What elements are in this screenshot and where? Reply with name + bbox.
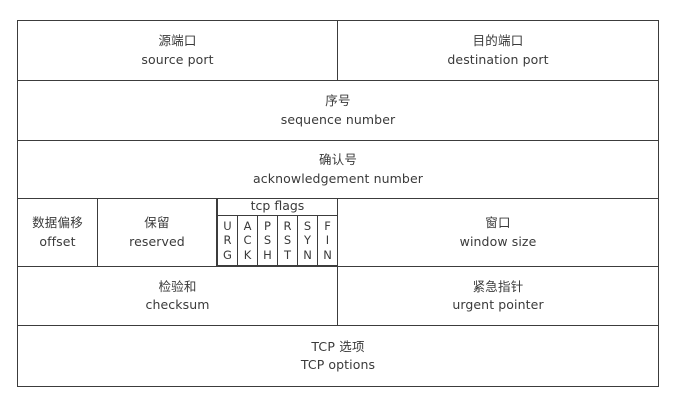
cell-destination-port-en: destination port [447,51,549,67]
cell-reserved-cn: 保留 [144,215,170,231]
cell-urgent-pointer-en: urgent pointer [452,297,544,312]
flag-ack: A C K [238,216,258,265]
flag-urg-letter-1: U [223,219,232,234]
cell-window-size-en: window size [459,233,537,249]
flag-rst: R S T [278,216,298,265]
table-row-checksum-urgent: 检验和 checksum 紧急指针 urgent pointer [17,266,659,326]
cell-acknowledgement-number-en: acknowledgement number [253,170,423,186]
flag-syn: S Y N [298,216,318,265]
cell-acknowledgement-number: 确认号 acknowledgement number [17,140,659,199]
cell-checksum: 检验和 checksum [17,266,338,326]
cell-window-size-cn: 窗口 [485,215,511,231]
table-row-offset-flags-window: 数据偏移 offset 保留 reserved tcp flags [17,198,659,267]
cell-sequence-number: 序号 sequence number [17,80,659,141]
cell-checksum-cn: 检验和 [158,278,197,294]
cell-source-port: 源端口 source port [17,20,338,81]
cell-tcp-options-cn: TCP 选项 [311,338,365,354]
flag-ack-letter-2: C [243,233,252,248]
flag-psh-letter-1: P [264,219,271,234]
cell-urgent-pointer-cn: 紧急指针 [472,278,524,294]
table-row-acknowledgement: 确认号 acknowledgement number [17,140,659,199]
tcp-flags-title: tcp flags [217,199,338,216]
cell-tcp-flags: tcp flags U R G A C K [216,198,338,267]
flag-fin-letter-2: I [325,233,330,248]
cell-data-offset-en: offset [39,233,76,249]
tcp-flags-letter-row: U R G A C K P S [217,216,338,266]
flag-syn-letter-2: Y [303,233,312,248]
flag-urg-letter-2: R [223,233,232,248]
cell-checksum-en: checksum [145,297,210,312]
cell-destination-port-cn: 目的端口 [472,33,524,49]
table-row-options: TCP 选项 TCP options [17,325,659,387]
cell-reserved-en: reserved [129,233,185,249]
flag-syn-letter-1: S [303,219,312,234]
table-row-ports: 源端口 source port 目的端口 destination port [17,20,659,81]
flag-syn-letter-3: N [303,247,312,262]
flag-fin-letter-3: N [323,247,332,262]
cell-source-port-cn: 源端口 [158,33,197,49]
tcp-header-table: 源端口 source port 目的端口 destination port 序号 [17,20,659,387]
cell-urgent-pointer: 紧急指针 urgent pointer [337,266,659,326]
flag-rst-letter-2: S [283,233,292,248]
flag-rst-letter-3: T [283,247,292,262]
flag-fin: F I N [318,216,337,265]
flag-urg-letter-3: G [223,247,232,262]
flag-ack-letter-1: A [243,219,252,234]
table-row-sequence: 序号 sequence number [17,80,659,141]
flag-urg: U R G [218,216,238,265]
cell-reserved: 保留 reserved [97,198,217,267]
cell-destination-port: 目的端口 destination port [337,20,659,81]
cell-source-port-en: source port [141,51,214,67]
cell-sequence-number-cn: 序号 [325,93,351,109]
cell-sequence-number-en: sequence number [280,111,396,127]
cell-tcp-options-en: TCP options [300,357,376,372]
cell-window-size: 窗口 window size [337,198,659,267]
flag-psh: P S H [258,216,278,265]
tcp-flags-box: tcp flags U R G A C K [217,199,338,266]
flag-fin-letter-1: F [324,219,331,234]
cell-data-offset-cn: 数据偏移 [32,215,83,231]
flag-psh-letter-3: H [263,247,272,262]
flag-ack-letter-3: K [243,247,252,262]
cell-data-offset: 数据偏移 offset [17,198,98,267]
flag-rst-letter-1: R [283,219,292,234]
cell-acknowledgement-number-cn: 确认号 [318,152,358,168]
cell-tcp-options: TCP 选项 TCP options [17,325,659,387]
flag-psh-letter-2: S [263,233,272,248]
